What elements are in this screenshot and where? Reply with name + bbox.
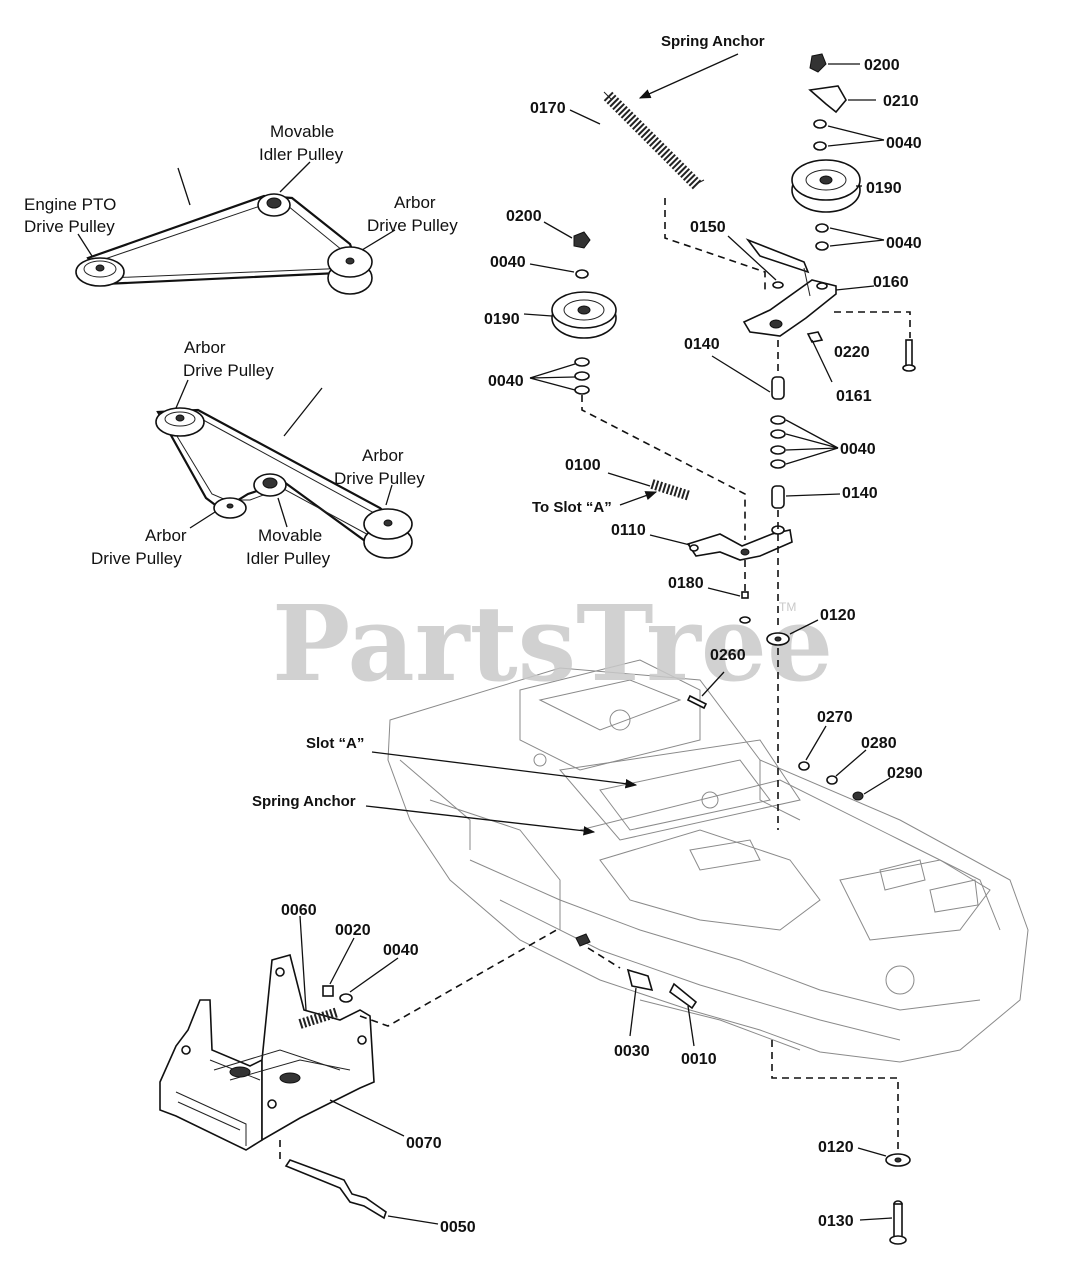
part-number: 0070	[406, 1135, 442, 1152]
movable-idler-pulley-2	[253, 473, 287, 497]
label-arbor-drive: Drive Pulley	[334, 469, 425, 488]
belt-diagram-0090	[75, 161, 396, 295]
label-movable-idler: Movable	[258, 526, 322, 545]
part-number: 0130	[818, 1213, 854, 1230]
center-shaft-stack	[770, 376, 786, 509]
part-number: 0200	[506, 208, 542, 225]
watermark-tm: TM	[779, 600, 796, 614]
label-movable-idler: Idler Pulley	[246, 549, 331, 568]
part-number: 0190	[484, 311, 520, 328]
label-arbor-drive: Drive Pulley	[91, 549, 182, 568]
idler-arm-0110	[686, 525, 793, 561]
part-number: 0161	[836, 388, 872, 405]
part-number: 0060	[281, 902, 317, 919]
part-number: 0160	[873, 274, 909, 291]
bolt-0220	[902, 339, 916, 372]
part-number: 0150	[690, 219, 726, 236]
part-number: 0120	[820, 607, 856, 624]
part-number: 0180	[668, 575, 704, 592]
callout-slot-a: Slot “A”	[306, 735, 364, 752]
arbor-drive-pulley-left	[213, 497, 247, 519]
part-number: 0030	[614, 1043, 650, 1060]
part-number: 0270	[817, 709, 853, 726]
spring-0170	[603, 91, 705, 191]
left-pulley-stack	[551, 231, 617, 395]
label-arbor-drive: Arbor	[145, 526, 187, 545]
part-number: 0220	[834, 344, 870, 361]
belt-diagram-0080	[155, 379, 413, 559]
label-arbor-drive: Arbor	[362, 446, 404, 465]
hardware-0270-0290	[798, 761, 864, 801]
part-number: 0050	[440, 1219, 476, 1236]
part-number: 0040	[383, 942, 419, 959]
part-number: 0040	[488, 373, 524, 390]
part-number: 0260	[710, 647, 746, 664]
label-movable-idler: Idler Pulley	[259, 145, 344, 164]
spring-0100	[650, 479, 692, 501]
part-number: 0040	[840, 441, 876, 458]
arbor-drive-pulley-right	[363, 508, 413, 559]
part-number: 0120	[818, 1139, 854, 1156]
callout-spring-anchor: Spring Anchor	[661, 33, 765, 50]
part-number: 0210	[883, 93, 919, 110]
rod-0050	[284, 1159, 387, 1220]
spring-0060	[298, 1007, 340, 1029]
hitch-bracket-0070	[159, 954, 375, 1151]
label-movable-idler: Movable	[270, 122, 334, 141]
arbor-drive-pulley-top	[155, 407, 205, 437]
bolt-0130	[889, 1200, 907, 1245]
part-number: 0290	[887, 765, 923, 782]
part-number: 0040	[886, 135, 922, 152]
hardware-0030-0010	[575, 933, 698, 1010]
label-arbor-drive: Drive Pulley	[183, 361, 274, 380]
part-number: 0040	[490, 254, 526, 271]
part-number: 0020	[335, 922, 371, 939]
right-pulley-stack	[791, 53, 861, 251]
bolt-0020	[322, 985, 353, 1003]
engine-pto-drive-pulley	[75, 257, 125, 287]
label-arbor-drive: Drive Pulley	[367, 216, 458, 235]
part-number: 0100	[565, 457, 601, 474]
idler-bracket-0160	[742, 238, 837, 343]
callout-to-slot-a: To Slot “A”	[532, 499, 612, 516]
mower-deck-illustration	[387, 659, 1029, 1063]
movable-idler-pulley	[257, 193, 291, 217]
part-number: 0110	[611, 522, 646, 539]
watermark: PartsTree	[272, 582, 833, 705]
bolt-0260	[686, 694, 708, 710]
part-number: 0140	[842, 485, 878, 502]
part-number: 0280	[861, 735, 897, 752]
bolt-0180	[739, 591, 751, 624]
arbor-drive-pulley	[327, 246, 373, 295]
label-engine-pto: Drive Pulley	[24, 217, 115, 236]
callout-spring-anchor-deck: Spring Anchor	[252, 793, 356, 810]
label-arbor-drive: Arbor	[184, 338, 226, 357]
label-arbor-drive: Arbor	[394, 193, 436, 212]
part-number: 0200	[864, 57, 900, 74]
part-number: 0140	[684, 336, 720, 353]
part-number: 0170	[530, 100, 566, 117]
part-number: 0010	[681, 1051, 717, 1068]
label-engine-pto: Engine PTO	[24, 195, 116, 214]
part-number: 0040	[886, 235, 922, 252]
part-number: 0190	[866, 180, 902, 197]
